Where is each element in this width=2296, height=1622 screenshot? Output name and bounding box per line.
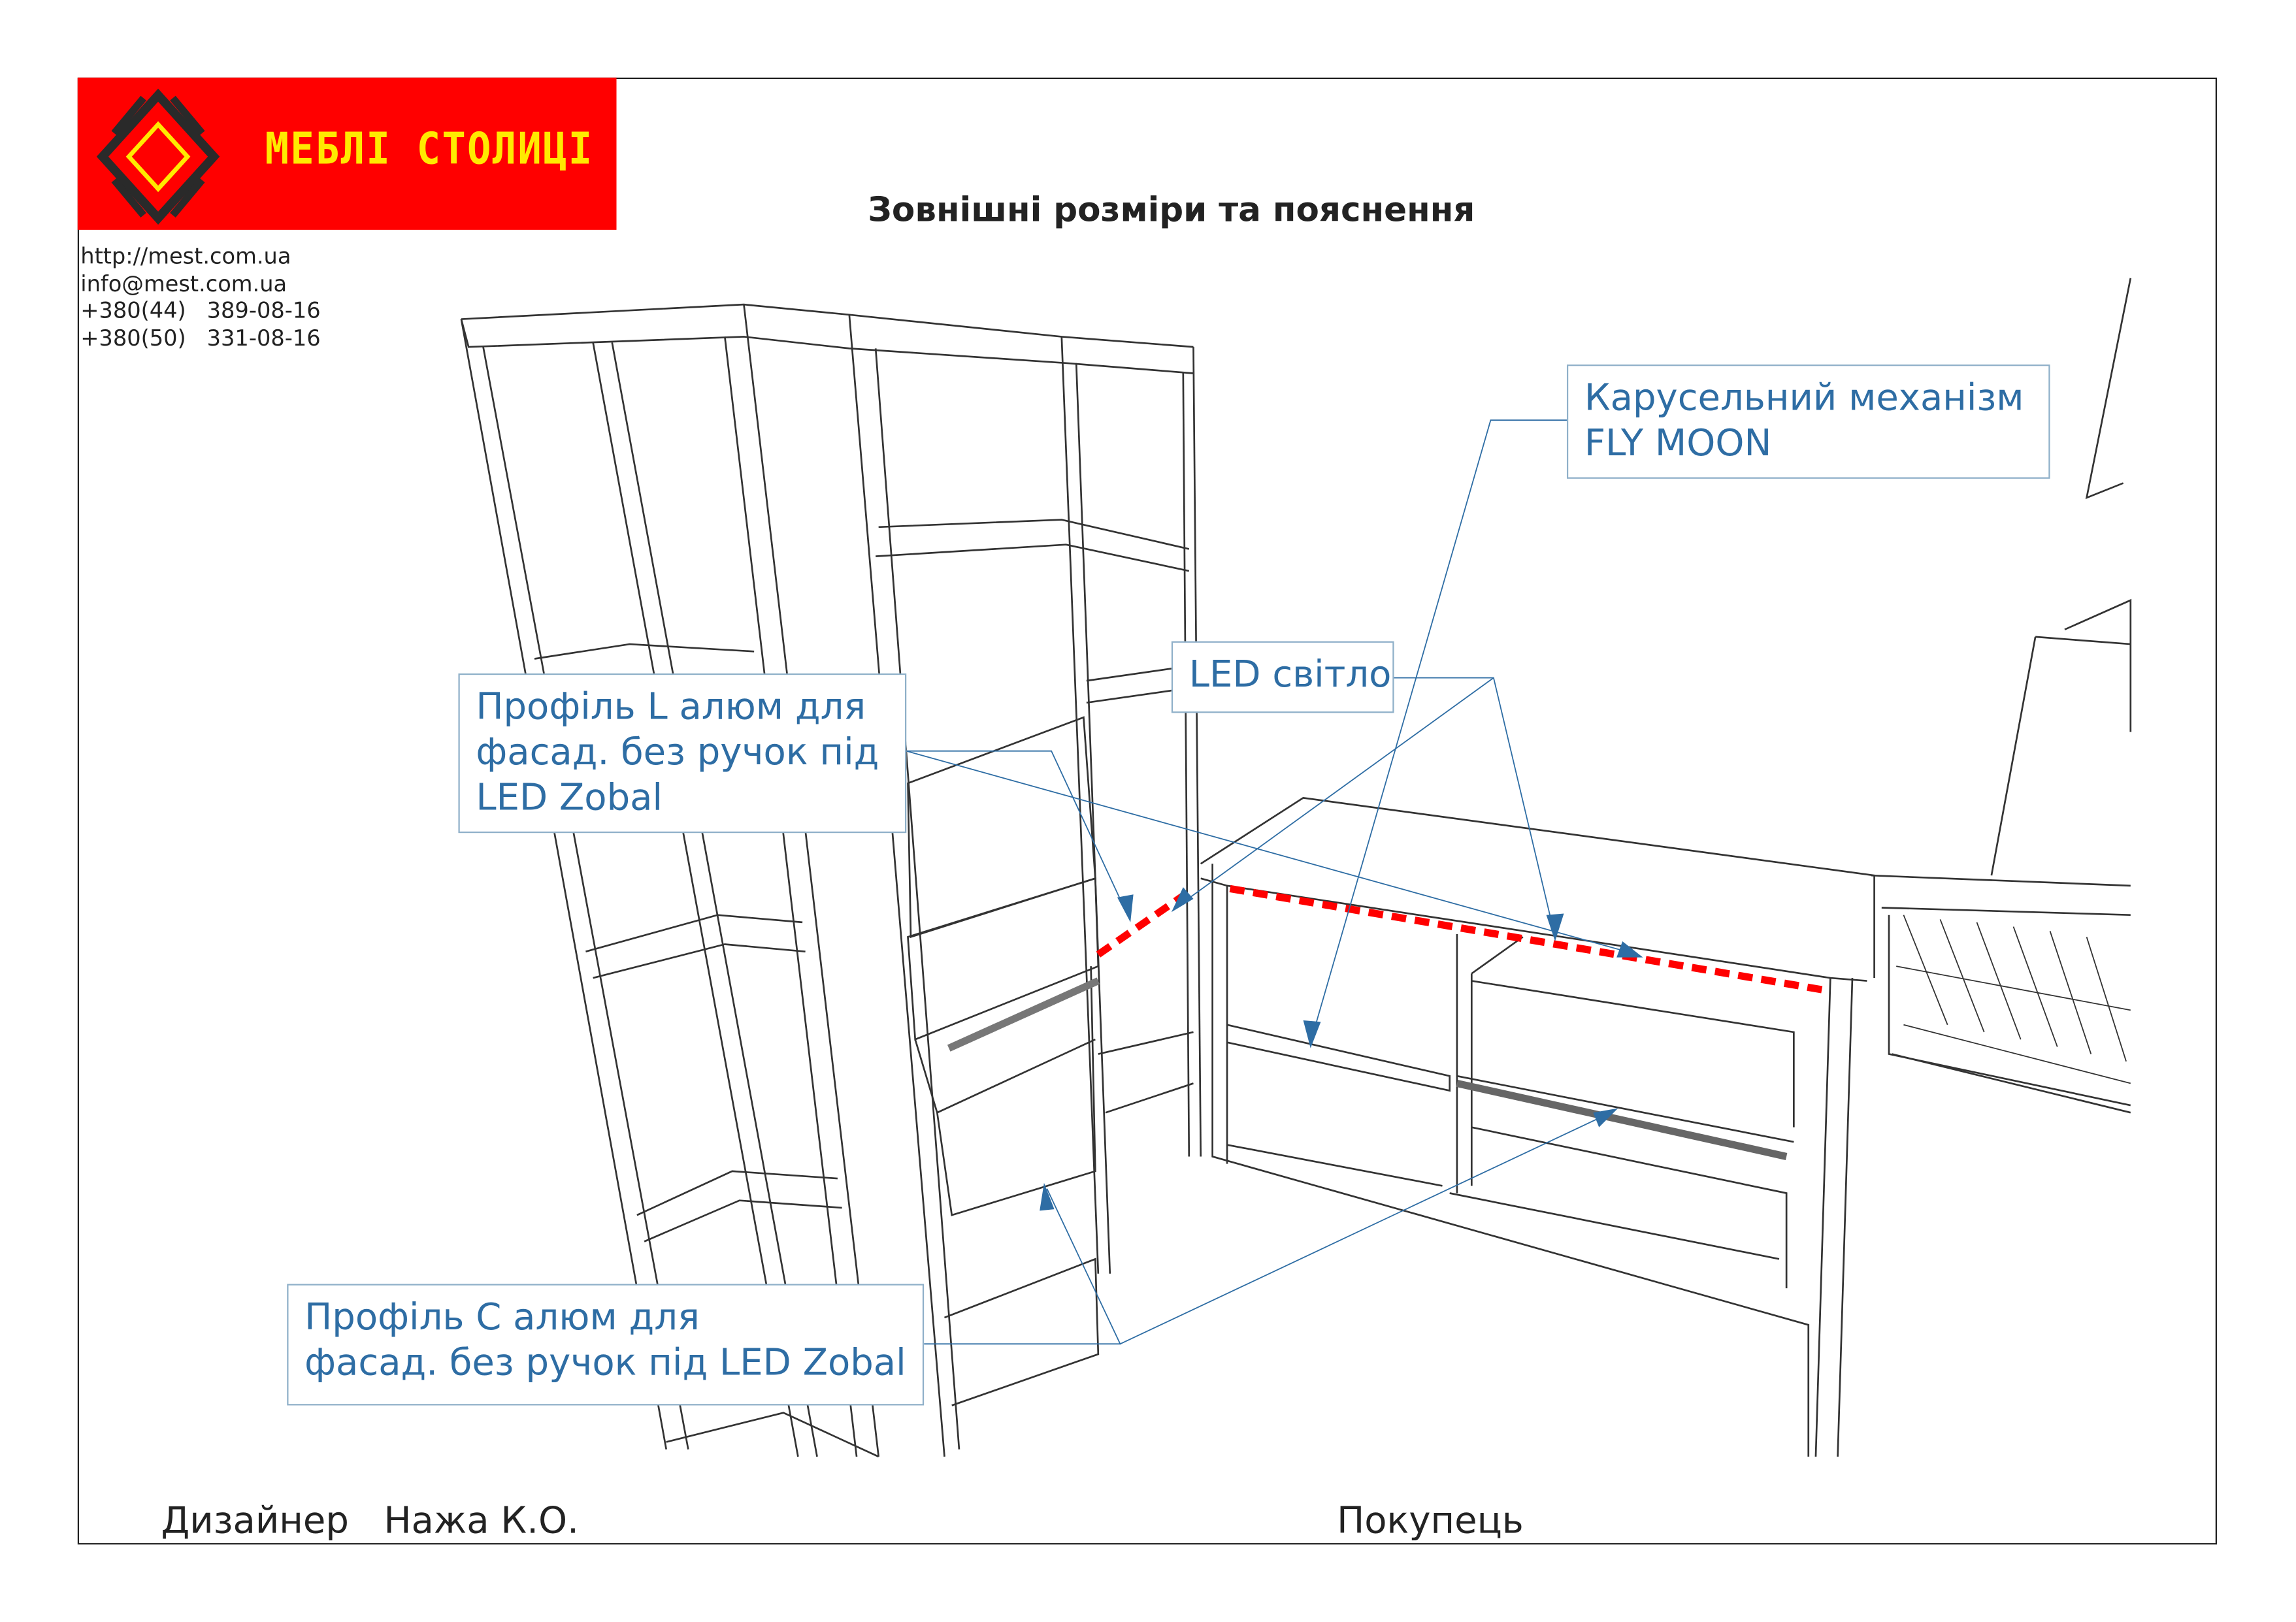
leader-arrowheads <box>1040 887 1643 1211</box>
callout-line: Карусельний механізм <box>1584 376 2024 419</box>
phone-2: +380(50) 331-08-16 <box>80 325 321 351</box>
company-logo: МЕБЛІ СТОЛИЦІ <box>77 77 617 230</box>
callout-led-light: LED світло <box>1171 641 1394 713</box>
callout-line: фасад. без ручок під LED Zobal <box>304 1340 906 1384</box>
callout-line: фасад. без ручок під <box>476 730 879 773</box>
callout-line: LED світло <box>1189 653 1392 696</box>
arrowhead <box>1171 887 1194 913</box>
callout-line: LED Zobal <box>476 775 663 819</box>
callout-profile-c: Профіль С алюм для фасад. без ручок під … <box>287 1284 925 1406</box>
logo-brand-text: МЕБЛІ СТОЛИЦІ <box>265 125 594 175</box>
sheet-border <box>77 77 2218 1545</box>
customer-label: Покупець <box>1337 1499 1524 1542</box>
diamond-logo-icon <box>96 88 220 225</box>
arrowhead <box>1117 894 1134 922</box>
contact-info: http://mest.com.ua info@mest.com.ua +380… <box>80 243 320 352</box>
arrowhead <box>1303 1020 1321 1048</box>
callout-carousel-mechanism: Карусельний механізм FLY MOON <box>1566 365 2050 479</box>
phone-1: +380(44) 389-08-16 <box>80 297 321 324</box>
arrowhead <box>1593 1108 1618 1127</box>
carousel-basket-mesh <box>1896 915 2131 1084</box>
arrowhead <box>1616 941 1643 958</box>
leader-lines <box>906 419 1637 1345</box>
email-link[interactable]: info@mest.com.ua <box>80 270 287 297</box>
cabinet-linework <box>460 278 2132 1458</box>
callout-line: Профіль L алюм для <box>476 685 866 728</box>
arrowhead <box>1546 913 1564 942</box>
designer-label: Дизайнер Нажа К.О. <box>161 1499 579 1542</box>
page-title: Зовнішні розміри та пояснення <box>868 191 1475 230</box>
callout-profile-l: Профіль L алюм для фасад. без ручок під … <box>458 673 907 834</box>
callout-line: FLY MOON <box>1584 421 1772 464</box>
callout-line: Профіль С алюм для <box>304 1295 700 1338</box>
website-link[interactable]: http://mest.com.ua <box>80 243 291 270</box>
arrowhead <box>1040 1182 1055 1211</box>
